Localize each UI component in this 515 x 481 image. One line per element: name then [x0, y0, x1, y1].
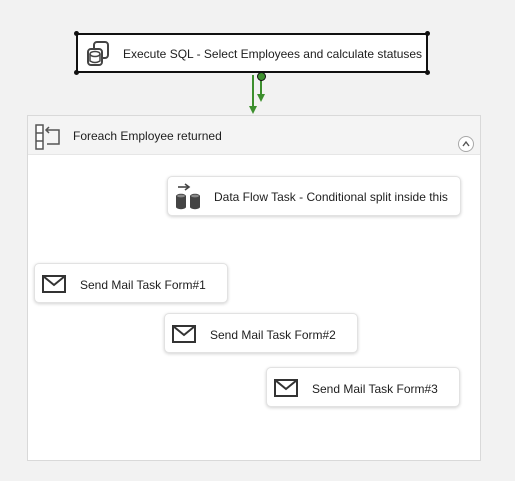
send-mail-task-1-label: Send Mail Task Form#1 [80, 278, 206, 292]
connector-dot[interactable] [257, 72, 266, 81]
send-mail-task-3[interactable]: Send Mail Task Form#3 [266, 367, 460, 407]
execute-sql-task-label: Execute SQL - Select Employees and calcu… [123, 47, 423, 61]
execute-sql-task[interactable]: Execute SQL - Select Employees and calcu… [76, 33, 428, 73]
foreach-loop-icon [35, 124, 61, 150]
send-mail-task-3-label: Send Mail Task Form#3 [312, 382, 438, 396]
send-mail-task-2[interactable]: Send Mail Task Form#2 [164, 313, 358, 353]
selection-handle-tl[interactable] [74, 31, 79, 36]
mail-icon [42, 275, 66, 296]
data-flow-icon [174, 183, 204, 214]
foreach-container-header[interactable]: Foreach Employee returned [28, 116, 480, 155]
selection-handle-br[interactable] [425, 70, 430, 75]
data-flow-task-label: Data Flow Task - Conditional split insid… [214, 190, 448, 204]
mail-icon [274, 379, 298, 400]
data-flow-task[interactable]: Data Flow Task - Conditional split insid… [167, 176, 461, 216]
send-mail-task-2-label: Send Mail Task Form#2 [210, 328, 336, 342]
send-mail-task-1[interactable]: Send Mail Task Form#1 [34, 263, 228, 303]
selection-handle-bl[interactable] [74, 70, 79, 75]
selection-handle-tr[interactable] [425, 31, 430, 36]
foreach-container-title: Foreach Employee returned [73, 129, 222, 143]
collapse-button[interactable] [458, 136, 474, 152]
mail-icon [172, 325, 196, 346]
sql-database-icon [84, 40, 112, 71]
chevron-up-icon [462, 140, 470, 147]
